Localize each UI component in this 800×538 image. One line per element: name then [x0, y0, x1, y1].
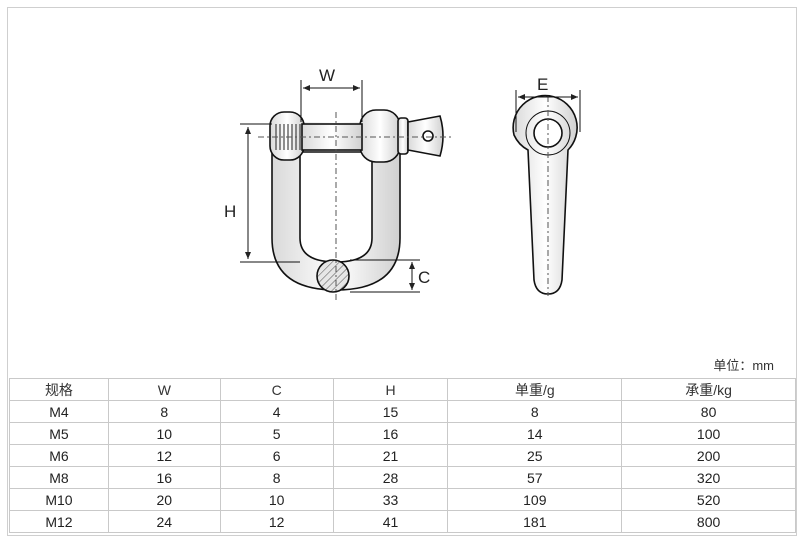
- dimension-c: [350, 259, 420, 293]
- table-cell: 5: [219, 422, 334, 445]
- dimension-h-label: H: [224, 202, 236, 221]
- table-cell: M12: [9, 510, 109, 533]
- table-cell: 16: [332, 422, 449, 445]
- table-cell: M8: [9, 466, 109, 489]
- table-cell: 520: [621, 488, 796, 511]
- table-cell: 10: [219, 488, 334, 511]
- table-cell: 12: [219, 510, 334, 533]
- table-row: M8 16 8 28 57 320: [9, 466, 796, 489]
- table-row: M12 24 12 41 181 800: [9, 510, 796, 533]
- table-cell: 25: [447, 444, 623, 467]
- table-cell: 6: [219, 444, 334, 467]
- table-cell: 8: [447, 400, 623, 423]
- table-row: M6 12 6 21 25 200: [9, 444, 796, 467]
- table-cell: 57: [447, 466, 623, 489]
- table-cell: 800: [621, 510, 796, 533]
- column-header: W: [107, 378, 221, 401]
- dimension-w-label: W: [319, 66, 335, 85]
- table-cell: 8: [107, 400, 221, 423]
- table-cell: 15: [332, 400, 449, 423]
- table-cell: 12: [107, 444, 221, 467]
- column-header: H: [332, 378, 449, 401]
- table-cell: 181: [447, 510, 623, 533]
- table-row: M5 10 5 16 14 100: [9, 422, 796, 445]
- table-row: M4 8 4 15 8 80: [9, 400, 796, 423]
- table-cell: 100: [621, 422, 796, 445]
- table-cell: 320: [621, 466, 796, 489]
- table-cell: 14: [447, 422, 623, 445]
- table-cell: M6: [9, 444, 109, 467]
- table-cell: M4: [9, 400, 109, 423]
- dimension-c-label: C: [418, 268, 430, 287]
- column-header: C: [219, 378, 334, 401]
- spec-table: 规格 W C H 单重/g 承重/kg M4 8 4 15 8 80 M5 10…: [9, 378, 796, 533]
- shackle-front-view: [269, 109, 444, 293]
- column-header: 单重/g: [447, 378, 623, 401]
- table-header-row: 规格 W C H 单重/g 承重/kg: [9, 378, 796, 401]
- column-header: 承重/kg: [621, 378, 796, 401]
- dimension-h: [240, 123, 300, 263]
- table-cell: 109: [447, 488, 623, 511]
- dimension-e-label: E: [537, 75, 548, 94]
- table-cell: M5: [9, 422, 109, 445]
- table-cell: 4: [219, 400, 334, 423]
- table-cell: 21: [332, 444, 449, 467]
- table-cell: M10: [9, 488, 109, 511]
- dimension-e: [515, 90, 581, 132]
- table-cell: 20: [107, 488, 221, 511]
- table-cell: 200: [621, 444, 796, 467]
- table-cell: 24: [107, 510, 221, 533]
- shackle-diagram: W H C E: [224, 66, 581, 300]
- table-row: M10 20 10 33 109 520: [9, 488, 796, 511]
- table-cell: 16: [107, 466, 221, 489]
- table-cell: 28: [332, 466, 449, 489]
- unit-label: 单位：mm: [713, 358, 774, 373]
- table-cell: 8: [219, 466, 334, 489]
- page-frame: [7, 7, 797, 536]
- table-cell: 80: [621, 400, 796, 423]
- table-cell: 10: [107, 422, 221, 445]
- dimension-w: [300, 80, 363, 122]
- centerlines: [258, 112, 452, 300]
- table-cell: 33: [332, 488, 449, 511]
- column-header: 规格: [9, 378, 109, 401]
- shackle-side-view: [512, 94, 578, 295]
- table-cell: 41: [332, 510, 449, 533]
